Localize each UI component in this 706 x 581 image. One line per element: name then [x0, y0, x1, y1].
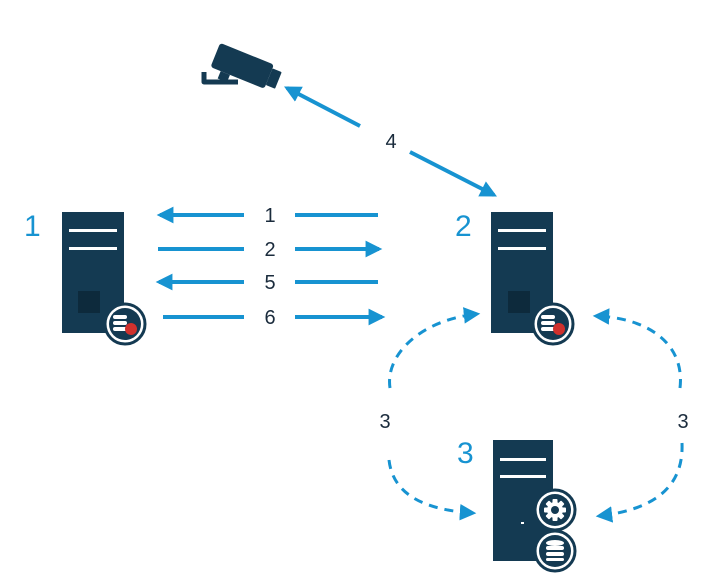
database-record-badge-icon — [103, 302, 147, 346]
node-label-1: 1 — [24, 210, 41, 243]
server-2 — [491, 212, 575, 346]
node-label-3: 3 — [457, 437, 474, 470]
arrow-label-3-right: 3 — [677, 411, 688, 433]
arrow-label-4: 4 — [385, 131, 396, 153]
arrow-3-left — [387, 307, 481, 521]
database-record-badge-icon — [531, 302, 575, 346]
camera-icon — [201, 43, 282, 89]
arrow-label-1: 1 — [264, 205, 275, 227]
arrow-label-3-left: 3 — [379, 411, 390, 433]
node-label-2: 2 — [455, 210, 472, 243]
arrow-3-right — [592, 308, 684, 523]
server-3 — [493, 440, 577, 573]
database-badge-icon — [533, 529, 577, 573]
arrow-label-2: 2 — [264, 239, 275, 261]
arrow-label-6: 6 — [264, 307, 275, 329]
gear-badge-icon — [533, 488, 577, 532]
arrow-4 — [284, 86, 497, 197]
server-1 — [62, 212, 147, 346]
arrow-label-5: 5 — [264, 272, 275, 294]
